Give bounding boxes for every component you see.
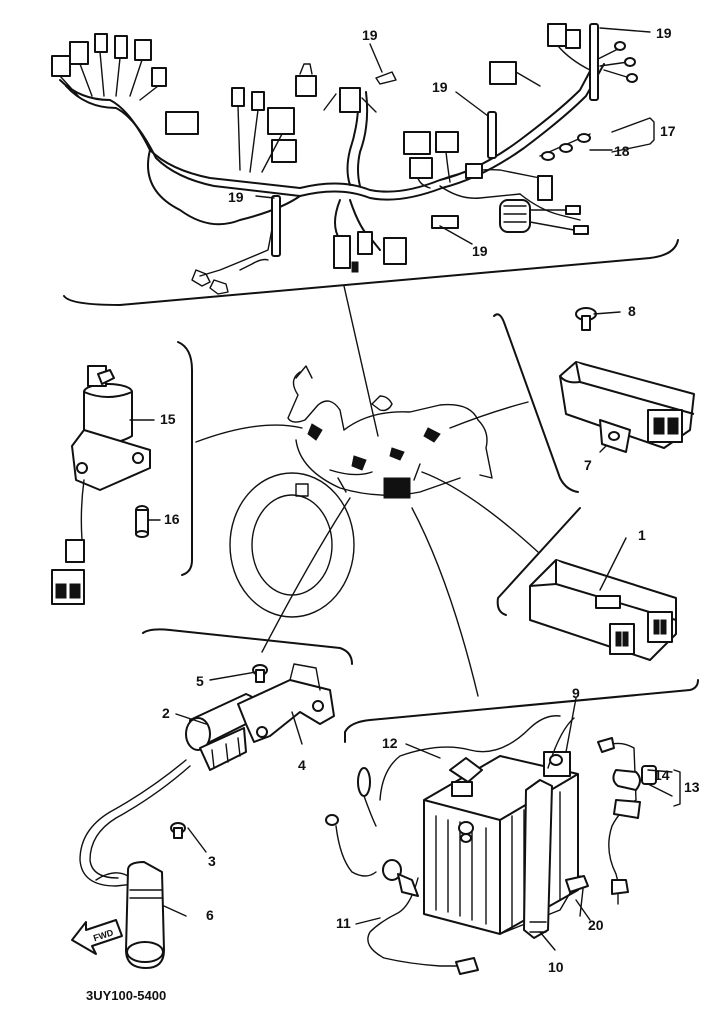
switch-bolt (135, 505, 149, 538)
callout-15: 15 (160, 411, 176, 427)
battery-positive-lead (357, 715, 561, 827)
group-bracket-lines (63, 239, 699, 743)
callout-11: 11 (336, 915, 351, 931)
callout-16: 16 (164, 511, 180, 527)
callout-8: 8 (628, 303, 636, 319)
callout-leaders (129, 27, 681, 951)
callout-17: 17 (660, 123, 676, 139)
callout-13: 13 (684, 779, 700, 795)
coil-group-bracket (142, 628, 353, 665)
callout-5: 5 (196, 673, 204, 689)
callout-12: 12 (382, 735, 398, 751)
fwd-arrow: FWD (71, 919, 123, 955)
callout-7: 7 (584, 457, 592, 473)
battery-band (523, 779, 553, 939)
callout-19-top-right: 19 (656, 25, 672, 41)
main-switch (51, 365, 151, 605)
callout-14: 14 (654, 767, 670, 783)
callout-19-top-center: 19 (362, 27, 378, 43)
callout-10: 10 (548, 959, 564, 975)
switch-group-bracket (177, 341, 193, 576)
igniter-group-bracket (496, 507, 581, 616)
rectifier-bolt (575, 307, 597, 331)
battery (423, 751, 589, 935)
coil-bracket (237, 663, 335, 743)
rectifier-regulator (559, 361, 695, 453)
callout-6: 6 (206, 907, 214, 923)
battery-group-bracket (344, 679, 699, 743)
rectifier-group-bracket (493, 313, 579, 493)
callout-19-left: 19 (228, 189, 244, 205)
spark-plug-cap (95, 861, 165, 969)
callout-19-bottom: 19 (472, 243, 488, 259)
coil-screw-lower (170, 822, 186, 839)
battery-breather-pipe (367, 859, 479, 975)
wire-harness (51, 23, 638, 295)
coil-screw-upper (252, 664, 268, 683)
callout-9: 9 (572, 685, 580, 701)
harness-group-bracket (63, 239, 679, 306)
callout-3: 3 (208, 853, 216, 869)
igniter-unit (529, 559, 677, 661)
fuse-holder (597, 737, 641, 905)
ignition-coil (79, 693, 263, 887)
callout-18: 18 (614, 143, 630, 159)
callout-2: 2 (162, 705, 170, 721)
callout-1: 1 (638, 527, 646, 543)
diagram-code: 3UY100-5400 (86, 988, 166, 1003)
leader-lines (195, 285, 539, 697)
callout-20: 20 (588, 917, 604, 933)
motorcycle-outline (229, 365, 493, 618)
callout-labels: 1 2 3 4 5 6 7 8 9 10 11 12 13 14 15 16 1… (160, 25, 700, 975)
callout-19-mid: 19 (432, 79, 448, 95)
callout-4: 4 (298, 757, 306, 773)
